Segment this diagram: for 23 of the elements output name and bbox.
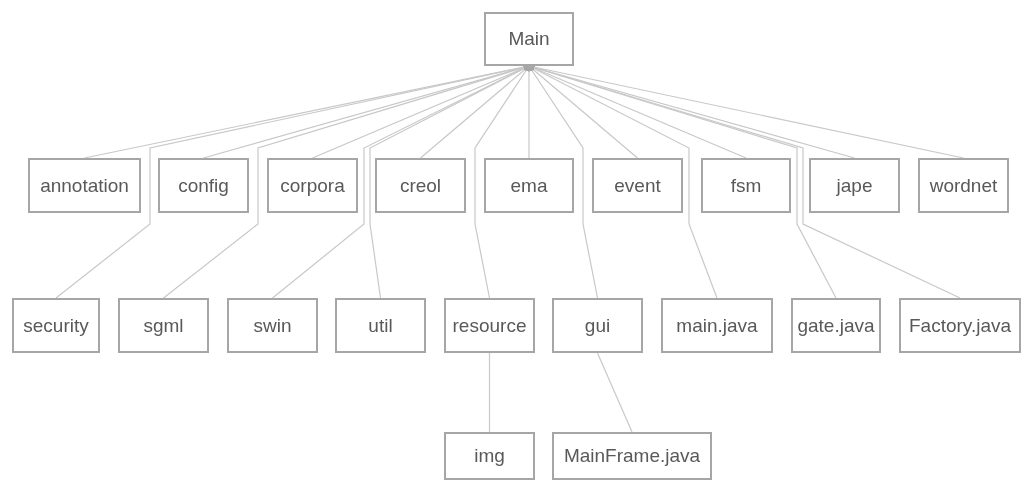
package-box: Factory.java [899,298,1021,353]
package-box: security [12,298,100,353]
package-box: corpora [267,158,358,213]
package-box: fsm [701,158,791,213]
package-box: MainFrame.java [552,432,712,480]
package-box: gui [552,298,643,353]
package-box: ema [484,158,574,213]
connector-line [488,352,491,433]
package-box: wordnet [918,158,1009,213]
package-box: sgml [118,298,209,353]
package-box: resource [444,298,535,353]
package-box: swin [227,298,318,353]
package-box: annotation [28,158,141,213]
package-box: gate.java [791,298,881,353]
package-box: config [158,158,249,213]
package-box: Main [484,12,574,66]
package-box: img [444,432,535,480]
package-box: event [592,158,683,213]
package-box: main.java [661,298,773,353]
package-box: jape [809,158,900,213]
package-box: util [335,298,426,353]
package-box: creol [375,158,466,213]
connector-line [596,352,633,433]
